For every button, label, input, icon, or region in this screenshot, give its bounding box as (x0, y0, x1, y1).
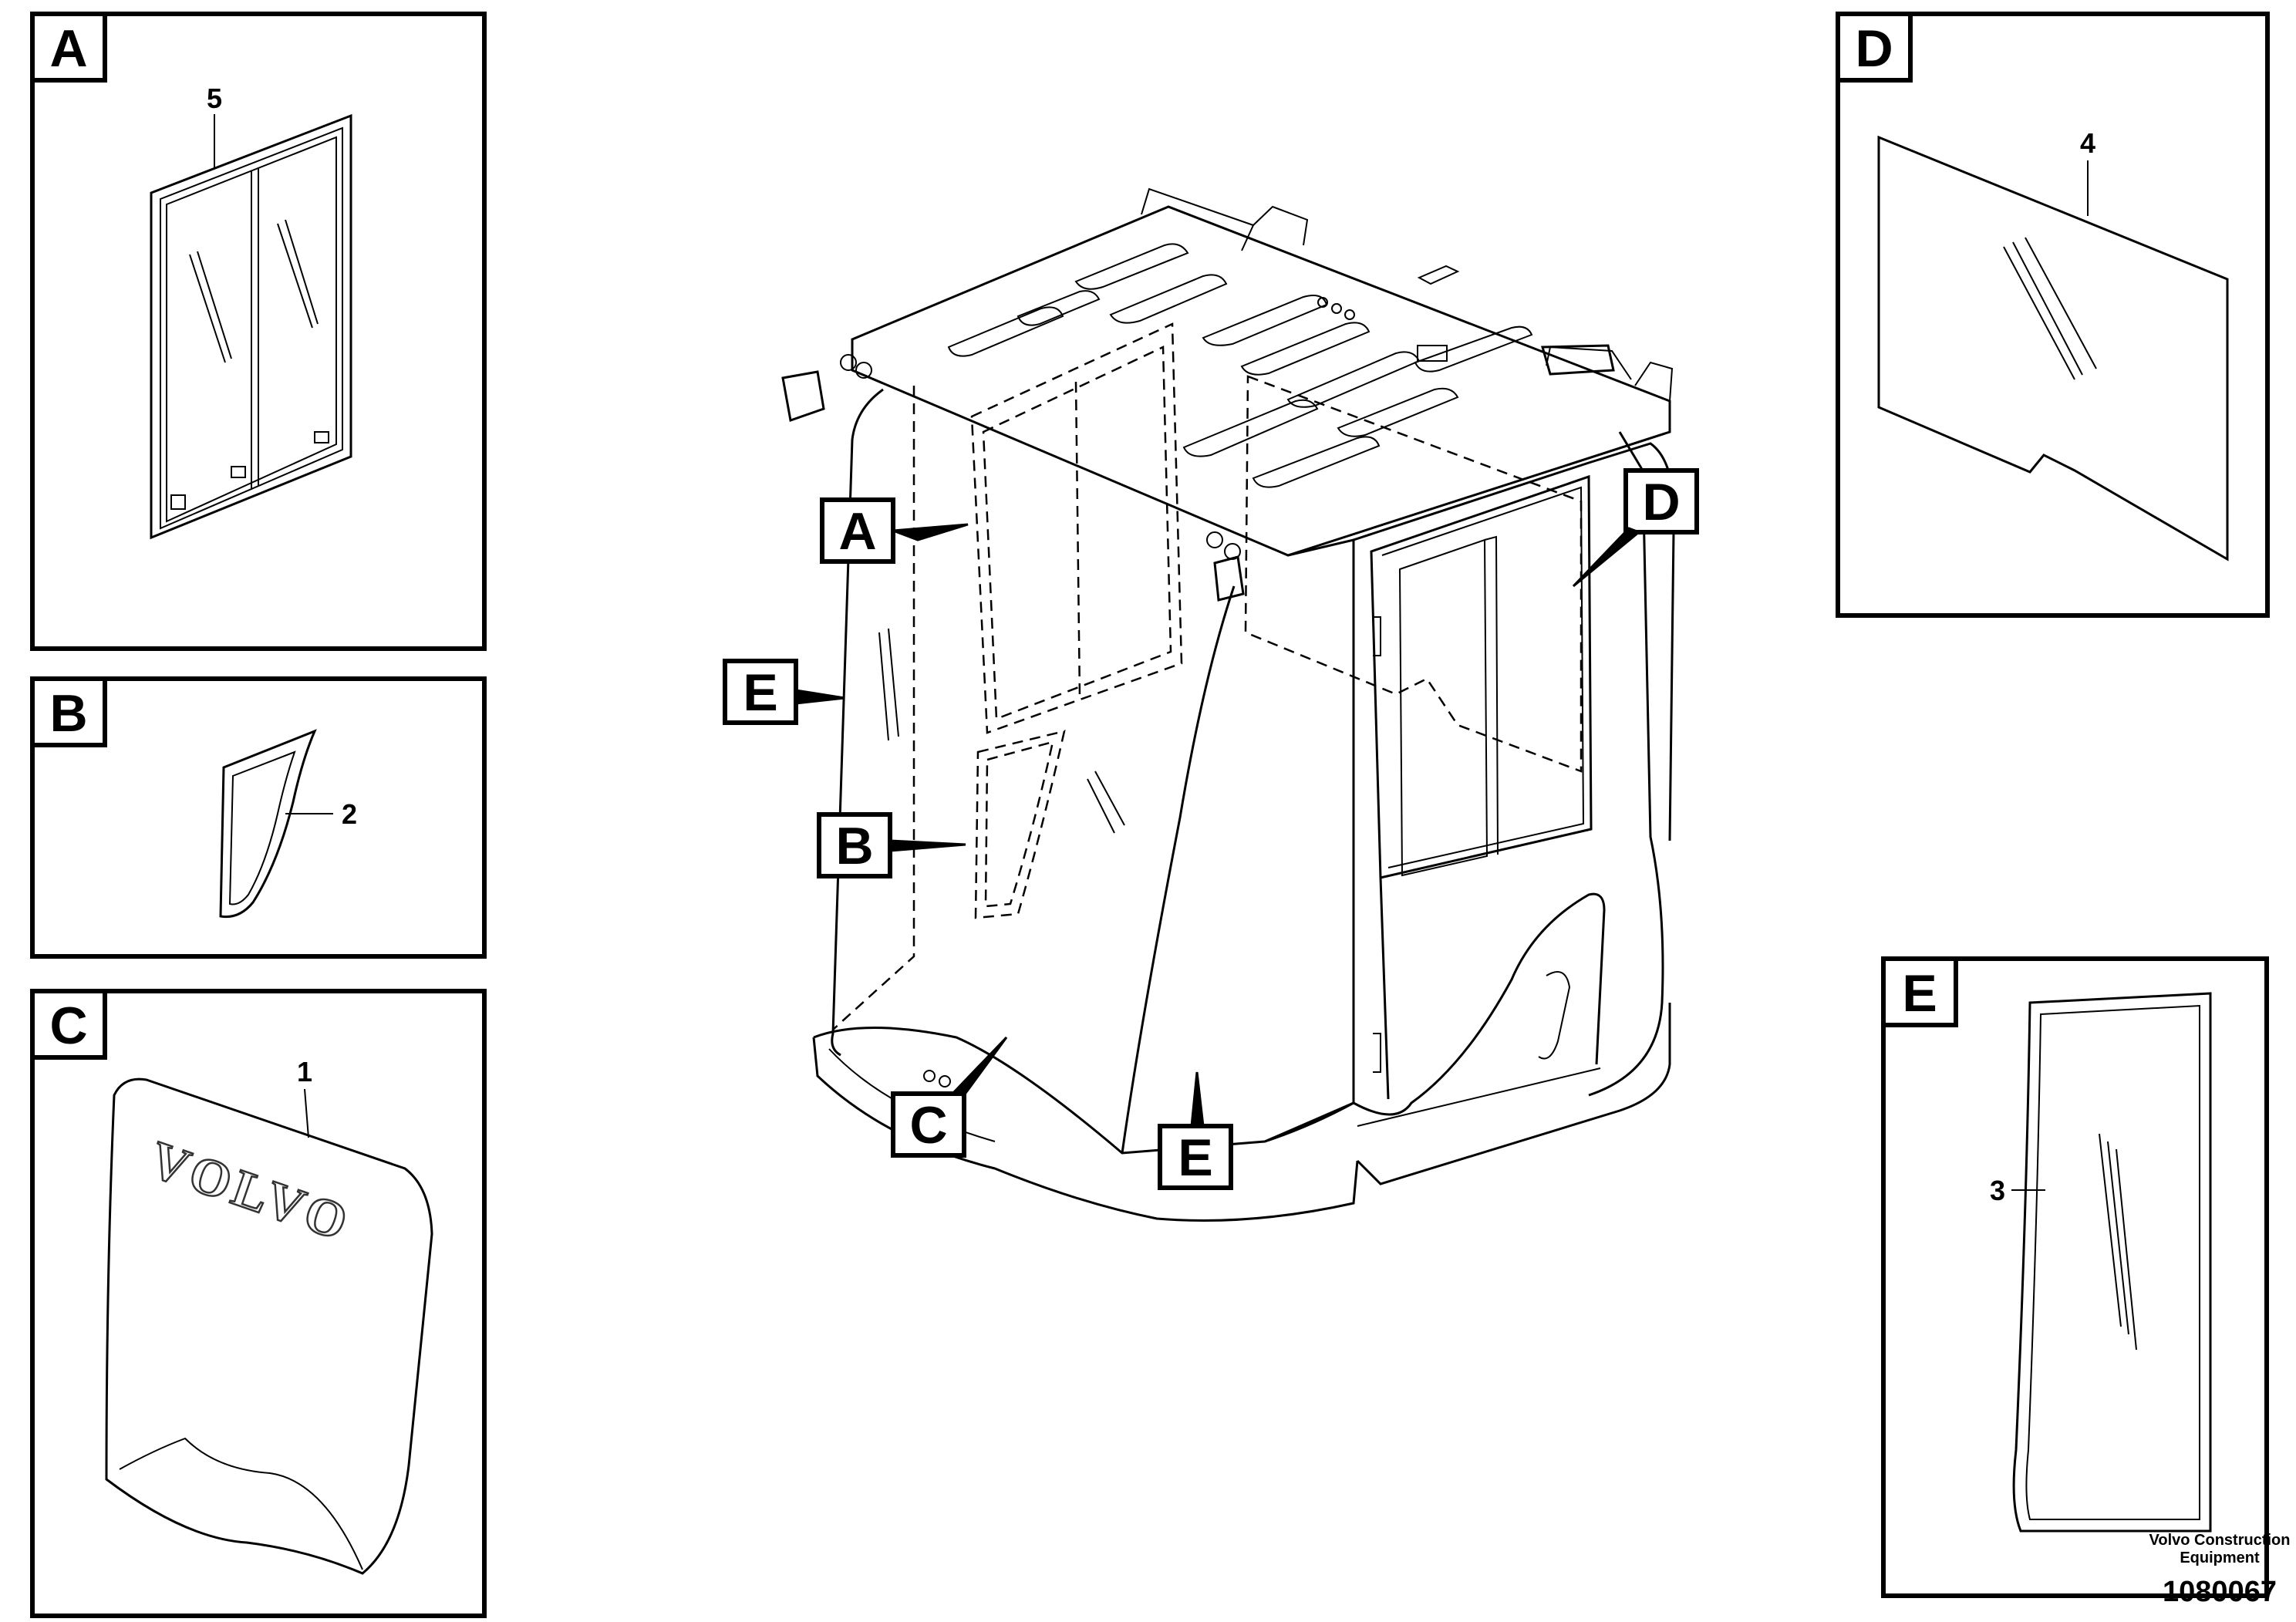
panel-a-label: A (49, 19, 87, 78)
quarter-window-part-2 (219, 729, 317, 919)
part-5-label: 5 (207, 83, 222, 114)
panel-c-label: C (49, 996, 87, 1055)
callout-a: A (838, 502, 876, 561)
company-line-2: Equipment (2180, 1549, 2260, 1566)
detail-panel-c: C VOLVO 1 (30, 989, 487, 1618)
main-callouts: A E B C E D (723, 468, 1699, 1190)
panel-e-label: E (1902, 964, 1937, 1023)
sliding-window-part-5 (150, 113, 352, 540)
detail-panel-a: A 5 (30, 12, 487, 651)
part-2-label: 2 (342, 798, 357, 830)
company-line-1: Volvo Construction (2149, 1532, 2291, 1549)
drawing-number: 1080067 (2163, 1576, 2277, 1608)
part-3-label: 3 (1990, 1175, 2005, 1206)
part-1-label: 1 (297, 1056, 312, 1088)
part-4-label: 4 (2080, 127, 2095, 159)
side-window-part-4 (1877, 135, 2229, 561)
drawing-footer: Volvo Construction Equipment 1080067 (2149, 1532, 2291, 1608)
rear-side-window-part-3 (2012, 992, 2212, 1533)
detail-panel-d: D 4 (1836, 12, 2270, 618)
callout-b: B (835, 817, 873, 875)
callout-c: C (909, 1096, 947, 1155)
callout-e-left: E (743, 663, 777, 722)
panel-b-label: B (49, 684, 87, 743)
detail-panel-e: E 3 (1881, 956, 2269, 1598)
callout-e-bottom: E (1178, 1128, 1212, 1187)
detail-panel-b: B 2 (30, 676, 487, 959)
callout-d: D (1642, 473, 1680, 531)
panel-d-label: D (1855, 19, 1893, 78)
cab-main-illustration (781, 187, 1676, 1222)
